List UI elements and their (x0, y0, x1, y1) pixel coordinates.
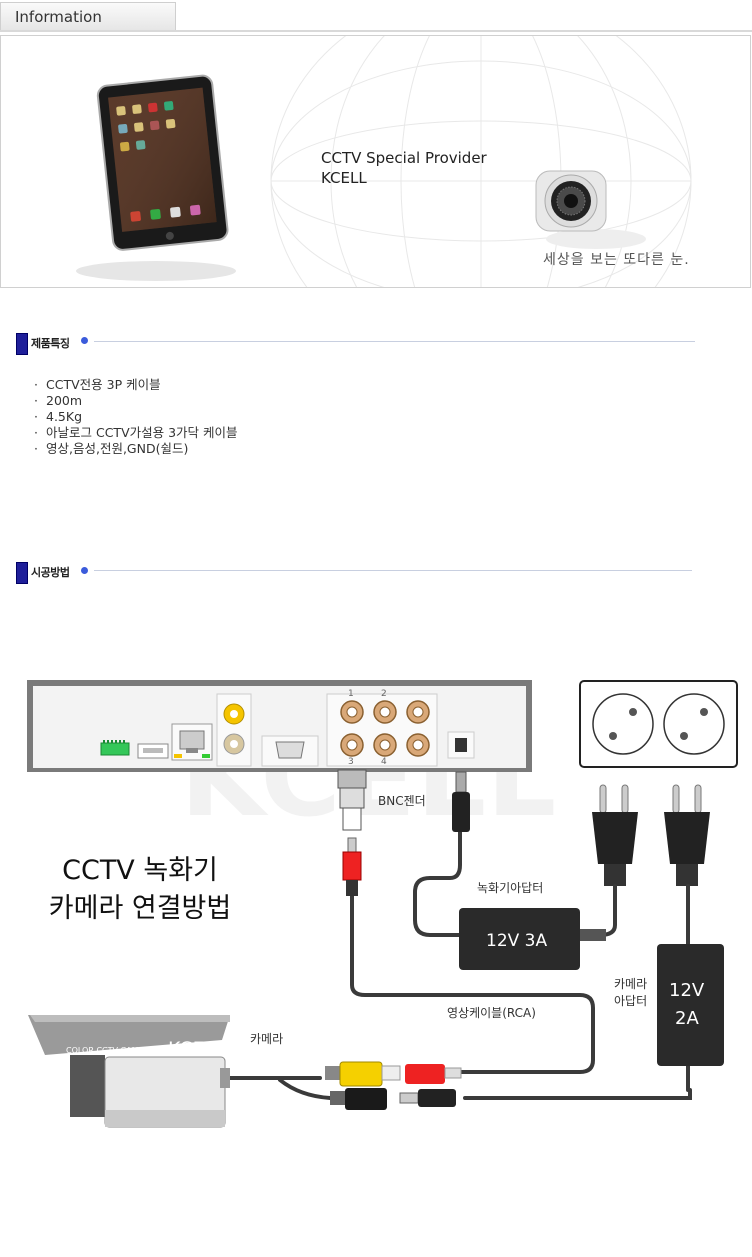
dc-connector-icon (330, 1088, 456, 1110)
svg-text:4: 4 (381, 757, 387, 767)
connection-diagram: KCELL 1 2 (0, 670, 752, 1150)
section-marker-icon (16, 333, 28, 355)
section-divider (94, 570, 692, 571)
terminal-block-icon (100, 742, 130, 756)
list-item: ·아날로그 CCTV가설용 3가닥 케이블 (34, 425, 238, 440)
camera-cable (278, 1078, 332, 1100)
camera-adapter-label: 카메라 아답터 (614, 977, 648, 1008)
list-item: ·영상,음성,전원,GND(쉴드) (34, 441, 189, 456)
camera-adapter-spec-2: 2A (675, 1008, 699, 1029)
camera-brand-text: KCE (168, 1038, 205, 1060)
install-section-title: 시공방법 (31, 566, 70, 579)
section-marker-icon (16, 562, 28, 584)
diagram-title: CCTV 녹화기 카메라 연결방법 (20, 852, 260, 928)
recorder-adapter-icon (459, 908, 580, 970)
diagram-title-line-2: 카메라 연결방법 (48, 893, 232, 924)
svg-text:2: 2 (381, 689, 387, 699)
rca-plug-icon (342, 837, 362, 896)
svg-text:3: 3 (348, 757, 354, 767)
video-cable (350, 893, 595, 1074)
list-item: ·200m (34, 393, 83, 408)
camera-adapter-icon (657, 944, 724, 1066)
tab-divider (0, 30, 752, 32)
svg-text:1: 1 (348, 689, 354, 699)
video-cable-label: 영상케이블(RCA) (447, 1006, 536, 1020)
features-section-title: 제품특징 (31, 337, 70, 350)
power-plug-icon (592, 784, 638, 886)
camera-label: 카메라 (250, 1032, 284, 1046)
diagram-title-line-1: CCTV 녹화기 (62, 855, 218, 886)
section-dot-icon (81, 567, 88, 574)
rca-connector-icon (325, 1061, 462, 1087)
section-divider (94, 341, 695, 342)
banner-line-1: CCTV Special Provider (321, 149, 487, 167)
dome-camera-image (535, 170, 646, 249)
banner: CCTV Special Provider KCELL 세상을 보는 또다른 눈… (0, 35, 751, 288)
section-dot-icon (81, 337, 88, 344)
power-plug-icon (664, 784, 710, 886)
banner-slogan: 세상을 보는 또다른 눈. (543, 252, 690, 268)
globe-background (270, 36, 692, 287)
information-tab-label: Information (15, 8, 102, 26)
cable (413, 828, 462, 937)
diagram-graphics: KCELL 1 2 (27, 680, 738, 1128)
bullet-camera-icon: COLOR CCTV CAMERA KCE (28, 1015, 230, 1128)
camera-adapter-spec-1: 12V (669, 980, 705, 1001)
banner-line-2: KCELL (321, 169, 367, 187)
camera-body-text: COLOR CCTV CAMERA (66, 1046, 155, 1055)
list-item: ·CCTV전용 3P 케이블 (34, 377, 161, 392)
recorder-adapter-spec: 12V 3A (486, 931, 547, 951)
cable (578, 884, 617, 937)
features-list: ·CCTV전용 3P 케이블 ·200m ·4.5Kg ·아날로그 CCTV가설… (34, 377, 238, 457)
bnc-connector-icon (337, 769, 367, 831)
recorder-adapter-label: 녹화기아답터 (477, 881, 544, 895)
banner-tagline: CCTV Special Provider KCELL (321, 148, 487, 188)
tablet-image (76, 74, 236, 281)
list-item: ·4.5Kg (34, 409, 83, 424)
bnc-gender-label: BNC젠더 (378, 794, 426, 808)
information-tab[interactable]: Information (0, 2, 176, 30)
power-cable (463, 1088, 692, 1100)
dc-plug-icon (452, 771, 470, 832)
